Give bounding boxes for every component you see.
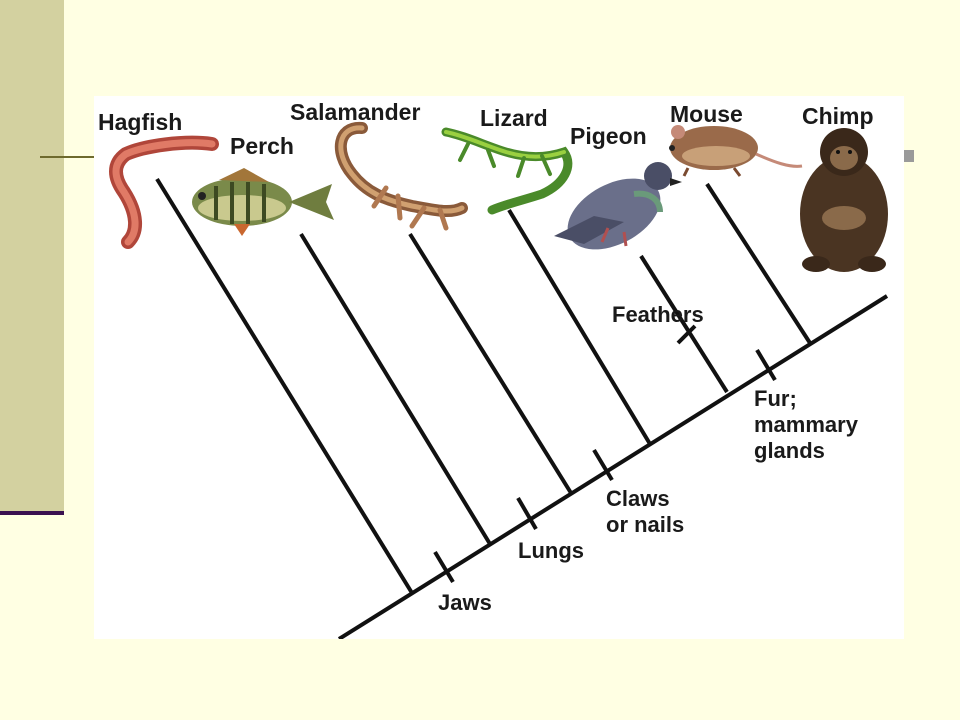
trait-label-fur: Fur; mammary glands bbox=[754, 386, 858, 464]
trait-label-claws-line1: Claws bbox=[606, 486, 670, 511]
slide-side-bar bbox=[0, 0, 64, 512]
branch-hagfish bbox=[155, 177, 414, 595]
taxon-label-pigeon: Pigeon bbox=[570, 123, 647, 149]
hagfish-icon bbox=[109, 135, 219, 249]
branch-perch bbox=[299, 232, 492, 546]
tick-fur bbox=[755, 348, 777, 382]
trait-label-feathers: Feathers bbox=[612, 302, 704, 327]
lizard-icon bbox=[441, 127, 573, 215]
tick-feathers bbox=[676, 324, 697, 345]
cladogram-tree bbox=[155, 177, 889, 639]
trait-label-claws-line2: or nails bbox=[606, 512, 685, 537]
cladogram-figure: Hagfish Perch Salamander Lizard Pigeon M… bbox=[94, 96, 904, 639]
perch-icon bbox=[192, 168, 334, 236]
salamander-icon bbox=[334, 122, 468, 231]
cladogram-svg bbox=[109, 122, 889, 639]
taxon-label-lizard: Lizard bbox=[480, 105, 548, 131]
taxon-label-hagfish: Hagfish bbox=[98, 109, 183, 135]
taxon-label-perch: Perch bbox=[230, 133, 294, 159]
trait-label-fur-line2: mammary bbox=[754, 412, 858, 437]
branch-pigeon bbox=[639, 254, 729, 394]
branch-salamander bbox=[408, 232, 573, 495]
taxon-label-mouse: Mouse bbox=[670, 101, 743, 127]
trait-label-claws: Claws or nails bbox=[606, 486, 684, 538]
main-trunk bbox=[337, 294, 889, 639]
pigeon-icon bbox=[554, 162, 682, 250]
tick-jaws bbox=[433, 550, 455, 584]
trait-label-jaws: Jaws bbox=[438, 590, 492, 615]
trait-label-fur-line1: Fur; bbox=[754, 386, 797, 411]
chimp-icon bbox=[800, 128, 888, 272]
title-rule-end-square bbox=[904, 150, 914, 162]
taxon-label-salamander: Salamander bbox=[290, 99, 421, 125]
mouse-icon bbox=[669, 125, 803, 177]
tick-claws bbox=[592, 448, 614, 482]
branch-lizard bbox=[507, 208, 652, 446]
taxon-label-chimp: Chimp bbox=[802, 103, 874, 129]
tick-lungs bbox=[516, 496, 538, 531]
trait-label-fur-line3: glands bbox=[754, 438, 825, 463]
trait-label-lungs: Lungs bbox=[518, 538, 584, 563]
branch-mouse bbox=[705, 182, 812, 345]
side-bar-divider bbox=[0, 511, 64, 515]
